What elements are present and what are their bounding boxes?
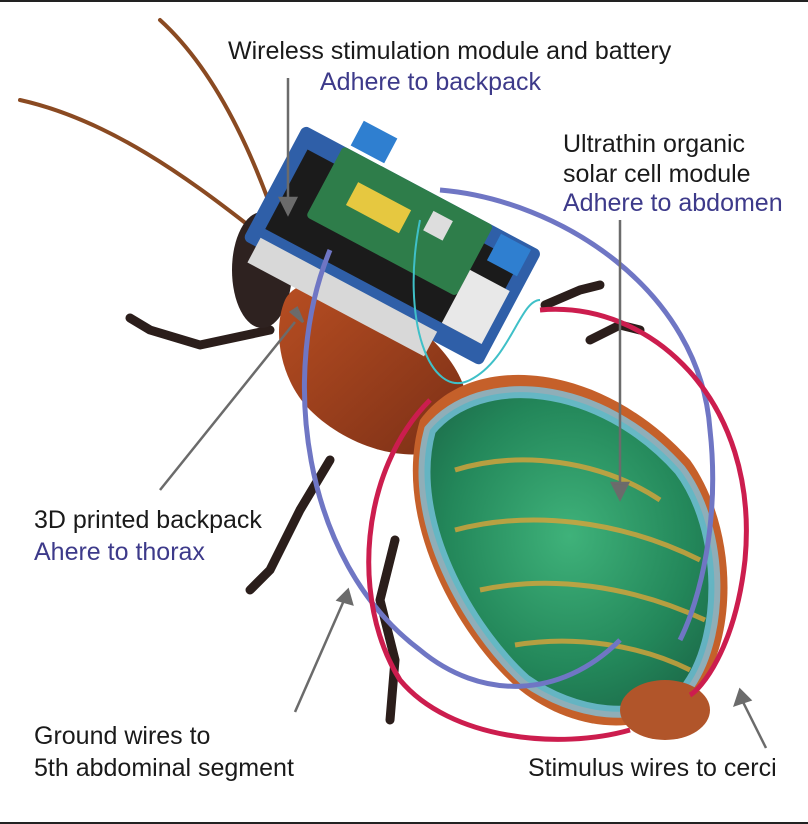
pcb-chip — [345, 182, 412, 234]
bottom-rule — [0, 822, 808, 824]
label-solar-line1: Ultrathin organic — [563, 130, 746, 158]
connector-right — [486, 233, 532, 277]
backpack-frame — [247, 237, 438, 357]
connector-top — [350, 120, 398, 164]
stimulus-wire — [366, 306, 749, 742]
label-wireless-adhere: Adhere to backpack — [320, 68, 541, 96]
label-solar-adhere: Adhere to abdomen — [563, 189, 783, 217]
abdomen-tip — [620, 680, 710, 740]
label-solar-line2: solar cell module — [563, 160, 751, 188]
signal-wire — [412, 219, 541, 384]
label-backpack: 3D printed backpack — [34, 506, 262, 534]
top-rule — [0, 0, 808, 2]
label-stimulus: Stimulus wires to cerci — [528, 754, 777, 782]
label-ground-line2: 5th abdominal segment — [34, 754, 294, 782]
backpack-assembly — [244, 126, 540, 365]
label-backpack-adhere: Ahere to thorax — [34, 538, 205, 566]
callout-arrows — [159, 78, 768, 749]
pcb-switch — [423, 210, 453, 241]
antenna-module — [441, 269, 510, 345]
label-wireless-module: Wireless stimulation module and battery — [228, 37, 672, 65]
solar-cell-stripes — [454, 457, 707, 673]
label-ground-line1: Ground wires to — [34, 722, 211, 750]
antennae — [18, 18, 272, 227]
